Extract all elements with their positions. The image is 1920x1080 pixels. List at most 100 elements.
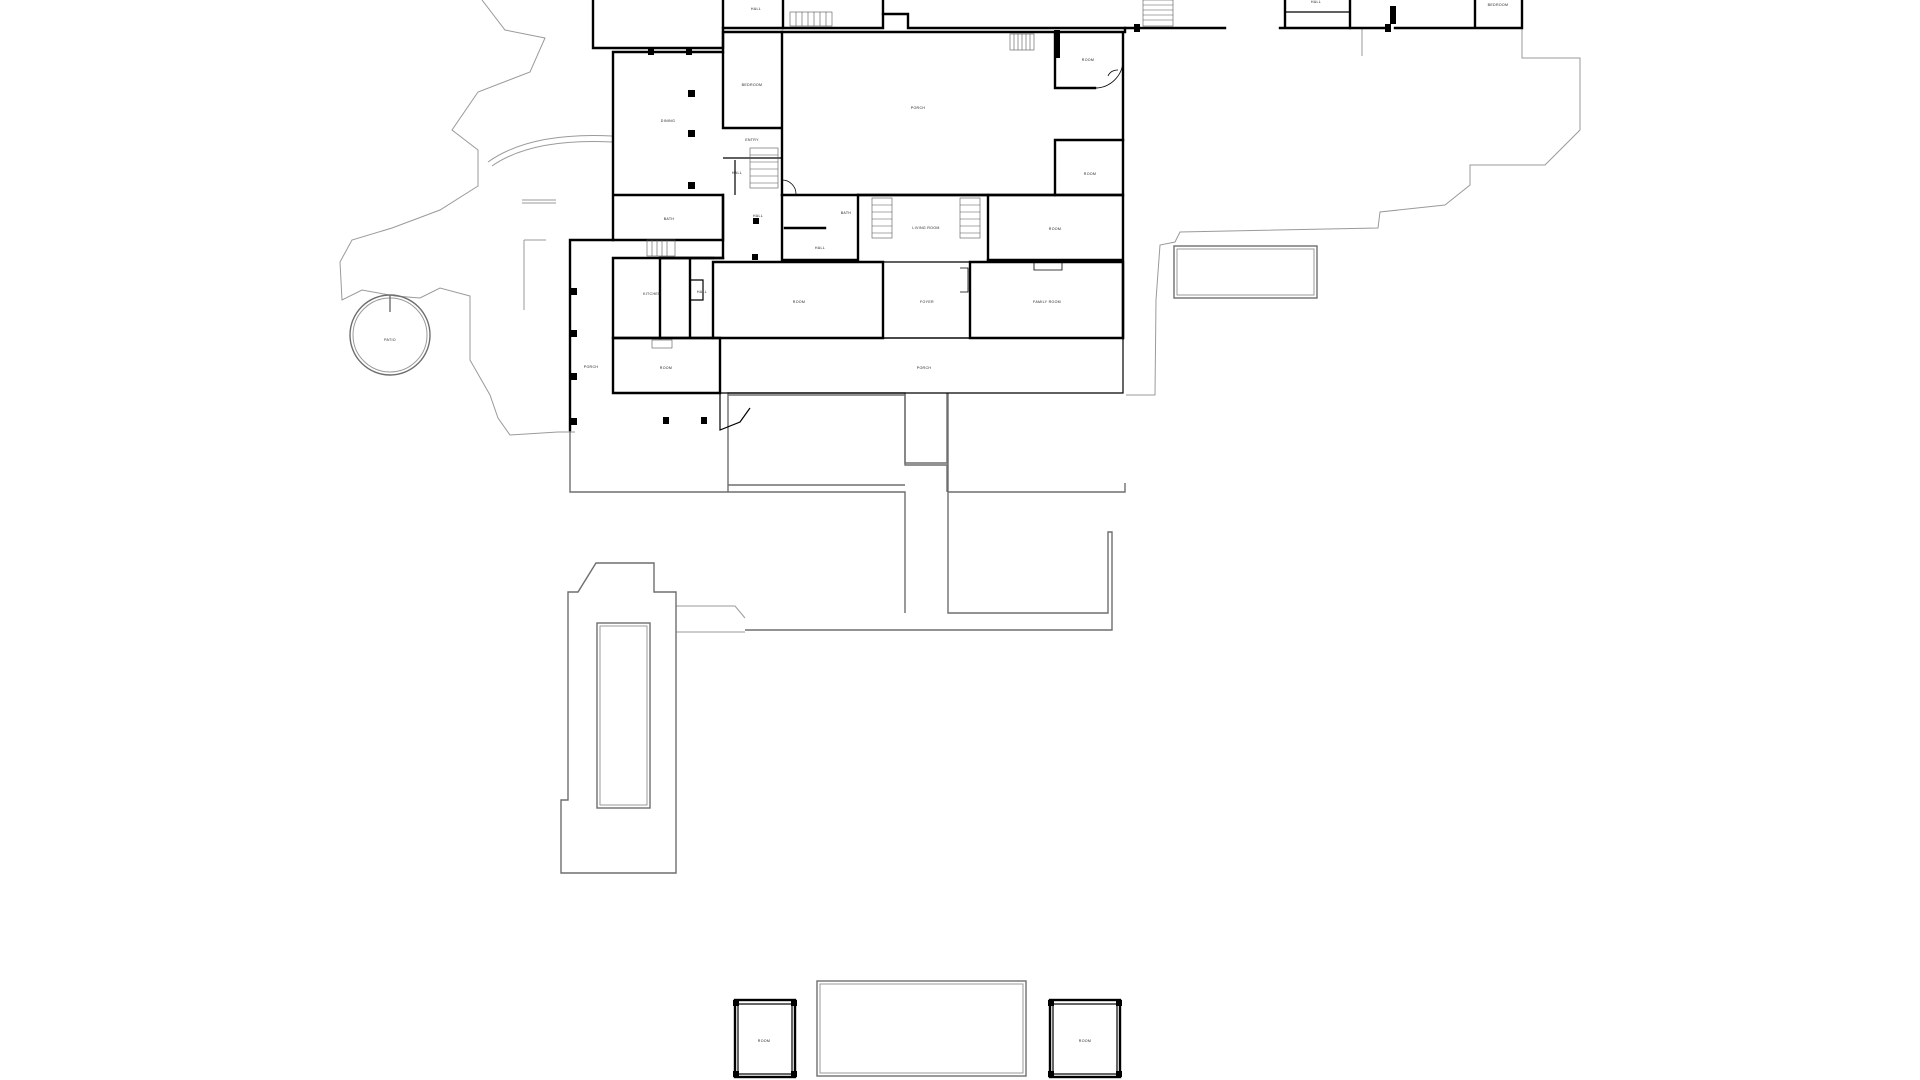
west-wall-stub (523, 239, 546, 310)
pavilion-left-inner (737, 1003, 793, 1075)
column (791, 1071, 797, 1077)
column (1048, 1071, 1054, 1077)
room-upper-right (1053, 30, 1125, 197)
door-swing (1094, 59, 1124, 89)
room-label-hall: HALL (815, 246, 825, 250)
south-terrace-outline (569, 345, 948, 613)
room-label-room: ROOM (758, 1039, 770, 1043)
column (688, 182, 695, 189)
stair-dining (646, 239, 676, 257)
door-swing (781, 179, 797, 195)
column (791, 1000, 797, 1006)
room-label-porch: PORCH (917, 366, 932, 370)
door-swing (1107, 69, 1119, 77)
east-reflecting-pool (1173, 245, 1318, 299)
column (701, 417, 707, 424)
room-label-room: ROOM (1084, 172, 1096, 176)
room-label-dining: DINING (661, 119, 675, 123)
columns (571, 6, 1396, 1077)
column (686, 48, 692, 55)
column (663, 417, 669, 424)
patio (349, 294, 431, 376)
column (733, 1000, 739, 1006)
door-swing (1033, 261, 1063, 271)
dining-block (611, 50, 725, 242)
column (571, 418, 577, 425)
lap-pool-deck (560, 562, 677, 874)
room-label-bedroom: BEDROOM (1488, 3, 1509, 7)
south-terrace-right (745, 393, 1126, 631)
column (571, 373, 577, 380)
water-features (560, 245, 1318, 1077)
room-label-hall: HALL (1311, 0, 1321, 4)
stair-living-left (871, 197, 893, 239)
top-wing-right (1123, 0, 1352, 30)
column (1116, 1000, 1122, 1006)
site-outlines (339, 0, 1581, 633)
column (1116, 1071, 1122, 1077)
west-path-arc-inner (491, 141, 613, 167)
south-walk-to-pool (675, 598, 746, 633)
kitchen-hall (690, 279, 704, 301)
column (688, 90, 695, 97)
room-label-bedroom: BEDROOM (742, 83, 763, 87)
south-court (816, 980, 1027, 1077)
center-band (658, 193, 860, 262)
column (733, 1071, 739, 1077)
porch-upper (780, 30, 1125, 197)
room-label-patio: PATIO (384, 338, 396, 342)
column (752, 254, 758, 260)
column (688, 130, 695, 137)
porch-south (720, 337, 1124, 394)
porch-south-bay (719, 393, 751, 431)
column (1385, 24, 1391, 32)
room-label-hall: HALL (753, 214, 763, 218)
stair-top-b (1142, 0, 1174, 27)
room-label-entry: ENTRY (745, 138, 759, 142)
room-label-room: ROOM (1049, 227, 1061, 231)
west-path-arc (487, 135, 613, 163)
room-east (986, 193, 1125, 340)
stair-kitchen (651, 339, 673, 349)
east-reflecting-pool-inner (1176, 248, 1315, 296)
west-porch (568, 238, 615, 432)
house-walls (568, 0, 1524, 1079)
room-label-bath: BATH (841, 211, 852, 215)
column (1134, 24, 1140, 32)
column (1048, 1000, 1054, 1006)
column (1054, 30, 1060, 58)
top-wing-mid (881, 12, 1127, 34)
column (648, 48, 654, 55)
room-labels: HALL HALL BEDROOM BEDROOM DINING PORCH R… (384, 0, 1508, 1043)
south-court-inner (819, 983, 1024, 1074)
room-label-kitchen: KITCHEN (643, 292, 661, 296)
room-label-bath: BATH (664, 217, 675, 221)
door-swing (960, 267, 969, 293)
room-label-hall: HALL (697, 290, 707, 294)
pavilion-right-inner (1052, 1003, 1118, 1075)
doors (781, 59, 1124, 293)
west-terrain-outline (339, 0, 575, 436)
room-label-room: ROOM (793, 300, 805, 304)
lap-pool (596, 622, 651, 809)
column (571, 288, 577, 295)
stair-entry (749, 147, 779, 189)
room-label-family-room: FAMILY ROOM (1033, 300, 1061, 304)
south-garden-bed-left (728, 394, 905, 486)
column (1390, 6, 1396, 24)
room-label-room: ROOM (1082, 58, 1094, 62)
kitchen (611, 256, 715, 340)
stair-living-right (959, 197, 981, 239)
stair-porch (1009, 33, 1035, 51)
stair-top-a (789, 11, 833, 27)
room-label-room: ROOM (660, 366, 672, 370)
lap-pool-inner (599, 625, 648, 806)
pavilion-left (733, 998, 797, 1079)
top-wing-hall-a (721, 0, 885, 30)
south-terrace-center-walk (904, 393, 948, 464)
west-bench-line (522, 199, 556, 204)
room-label-hall: HALL (732, 171, 742, 175)
room-label-hall: HALL (751, 7, 761, 11)
room-label-living-room: LIVING ROOM (912, 226, 939, 230)
